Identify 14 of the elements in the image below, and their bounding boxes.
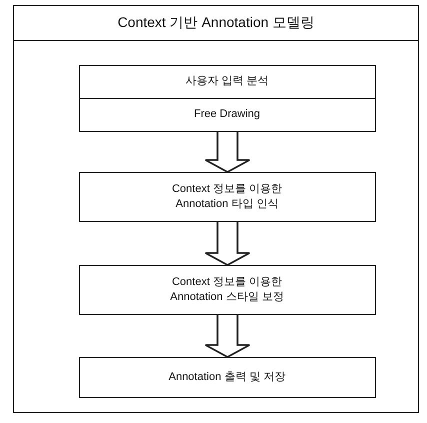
process-box xyxy=(78,264,376,314)
process-box xyxy=(78,356,376,398)
process-box xyxy=(78,172,376,222)
step-text: Context 정보를 이용한 Annotation 스타일 보정 xyxy=(169,274,285,304)
frame-panel xyxy=(13,5,419,413)
title-text: Context 기반 Annotation 모델링 xyxy=(118,14,314,32)
block-arrow xyxy=(204,131,250,174)
step-text: Annotation 출력 및 저장 xyxy=(168,370,286,384)
step-text: Free Drawing xyxy=(80,98,374,130)
block-arrow xyxy=(204,314,250,358)
process-box xyxy=(78,64,376,132)
step-text: 사용자 입력 분석 xyxy=(184,74,270,89)
step-text: Context 정보를 이용한 Annotation 타입 인식 xyxy=(170,182,284,212)
block-arrow xyxy=(204,221,250,266)
